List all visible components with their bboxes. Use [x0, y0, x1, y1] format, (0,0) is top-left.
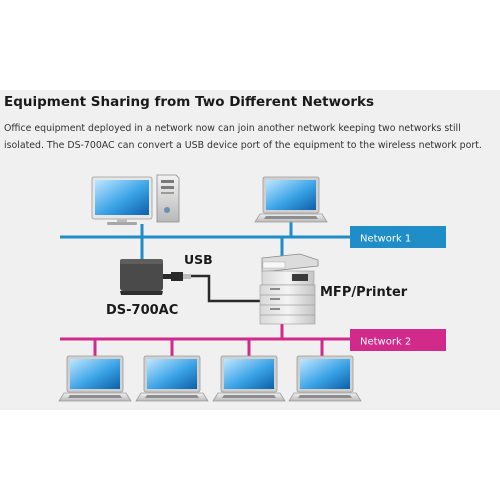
network2-tag [350, 329, 446, 351]
page-title: Equipment Sharing from Two Different Net… [4, 94, 375, 110]
page-description: Office equipment deployed in a network n… [4, 123, 482, 151]
ds700ac-device-icon [120, 259, 163, 295]
laptop-network2-3-icon [212, 355, 286, 402]
network2-label: Network 2 [360, 337, 411, 348]
network1-label: Network 1 [360, 234, 411, 245]
laptop-network2-4-icon [288, 355, 362, 402]
mfp-printer-icon [259, 253, 319, 325]
laptop-network1-icon [254, 176, 328, 223]
laptop-network2-1-icon [58, 355, 132, 402]
usb-cable-icon [163, 272, 263, 303]
usb-label: USB [184, 252, 213, 267]
network1-tag [350, 226, 446, 248]
printer-label: MFP/Printer [320, 285, 408, 300]
device-label: DS-700AC [106, 303, 178, 318]
desktop-computer-icon [91, 174, 180, 225]
laptop-network2-2-icon [135, 355, 209, 402]
